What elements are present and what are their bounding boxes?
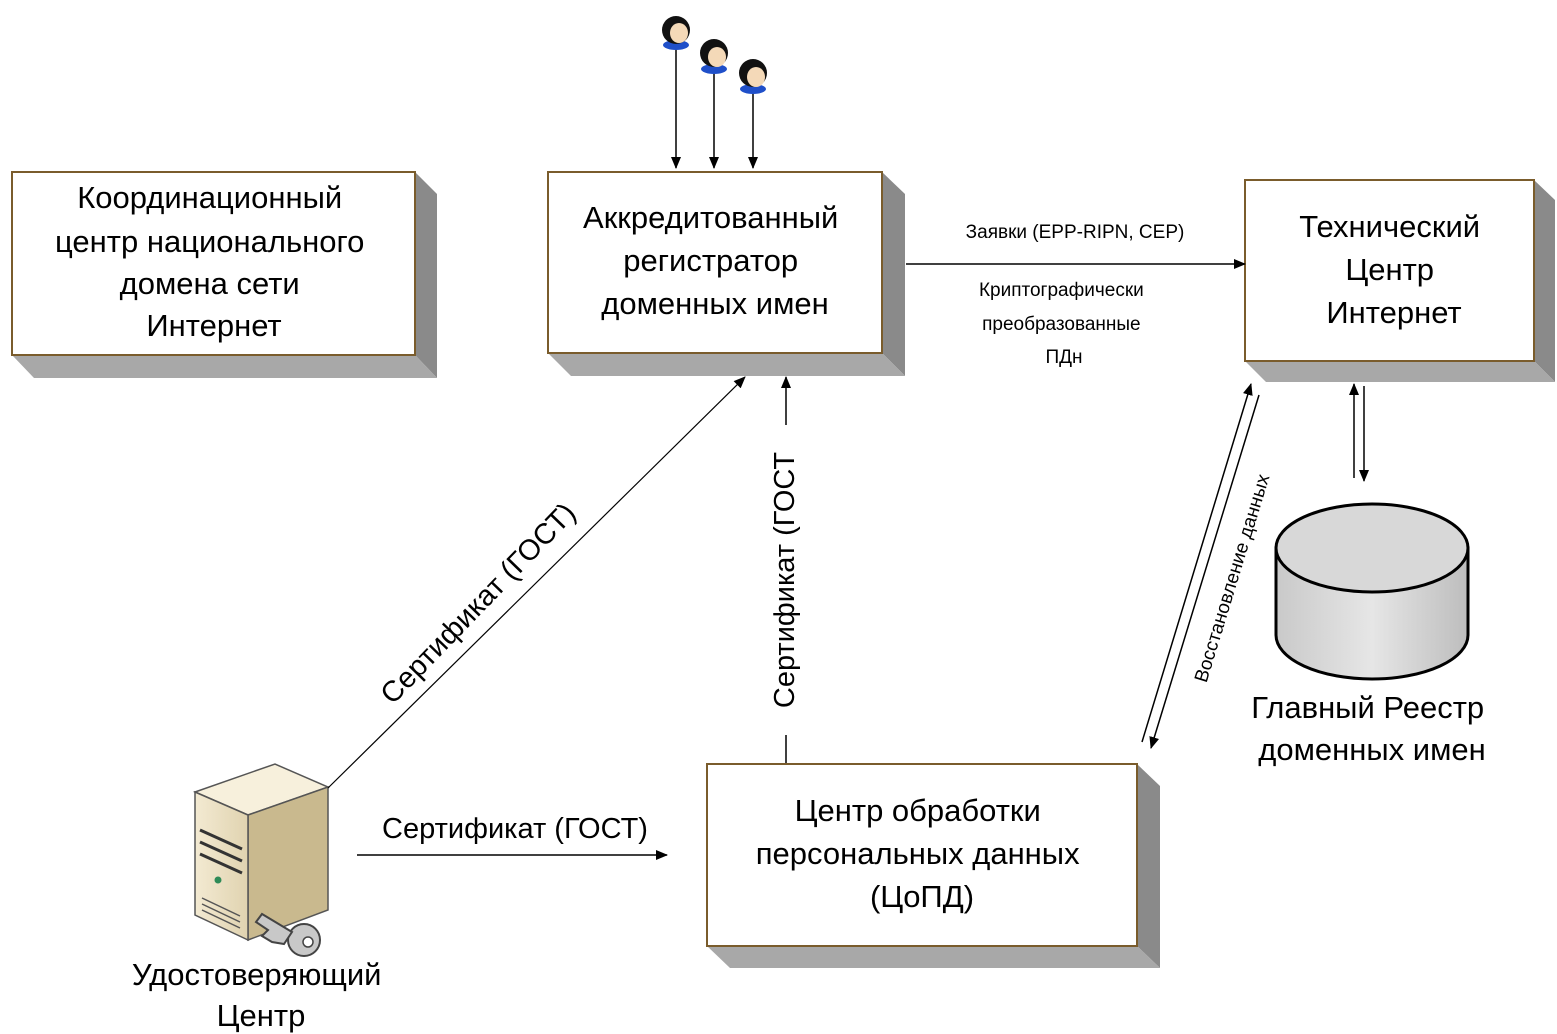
database-cylinder-icon [1274, 502, 1470, 681]
coordination-center-box: Координационный центр национального доме… [11, 171, 437, 378]
ca-line-2: Центр [217, 998, 306, 1033]
user-avatar-icon [739, 59, 767, 94]
coordination-center-line-1: Координационный [77, 180, 342, 215]
copd-line-2: персональных данных [756, 836, 1080, 871]
registrar-line-2: регистратор [623, 243, 798, 278]
svg-text:Удостоверяющий Центр: Удостоверяющий Центр [132, 957, 390, 1033]
coordination-center-line-3: домена сети [120, 266, 300, 301]
accredited-registrar-box: Аккредитованный регистратор доменных име… [547, 171, 905, 376]
registrar-line-3: доменных имен [601, 286, 829, 321]
copd-line-1: Центр обработки [795, 793, 1041, 828]
technical-center-line-3: Интернет [1326, 295, 1461, 330]
svg-text:Технический Центр: Технический Центр Интернет [1299, 209, 1488, 330]
edge-data-recovery-arrows [1141, 383, 1260, 749]
svg-text:Аккредитованный регистра: Аккредитованный регистратор доменных име… [583, 200, 847, 321]
edge-crypto-line-3: ПДн [1045, 347, 1082, 368]
main-registry-line-1: Главный Реестр [1251, 690, 1484, 725]
edge-requests-label: Заявки (EPP-RIPN, CEP) [966, 222, 1185, 243]
edge-cert-ca-registrar-arrow [327, 376, 746, 789]
main-registry-line-2: доменных имен [1258, 732, 1486, 767]
svg-text:Главный Реестр доменных им: Главный Реестр доменных имен [1251, 690, 1493, 767]
coordination-center-line-2: центр национального [55, 224, 364, 259]
edge-crypto-line-2: преобразованные [982, 314, 1141, 335]
coordination-center-line-4: Интернет [146, 308, 281, 343]
svg-text:Центр обработки персонал: Центр обработки персональных данных (ЦоП… [756, 793, 1088, 914]
svg-text:Криптографически преобразо: Криптографически преобразованные ПДн [979, 280, 1149, 368]
edge-crypto-line-1: Криптографически [979, 280, 1144, 301]
registrar-line-1: Аккредитованный [583, 200, 838, 235]
copd-line-3: (ЦоПД) [870, 879, 974, 914]
user-arrows [671, 46, 758, 169]
edge-cert-ca-registrar-label: Сертификат (ГОСТ) [375, 497, 583, 711]
edge-techcenter-registry-arrows [1349, 383, 1369, 482]
user-avatar-icon [700, 39, 728, 74]
edge-cert-ca-copd-label: Сертификат (ГОСТ) [382, 813, 648, 845]
edge-cert-copd-registrar-label: Сертификат (ГОСТ [769, 452, 801, 709]
user-avatar-icon [662, 16, 690, 50]
technical-center-line-2: Центр [1345, 252, 1434, 287]
server-with-key-icon [192, 763, 331, 957]
pd-processing-center-box: Центр обработки персональных данных (ЦоП… [706, 763, 1160, 968]
ca-line-1: Удостоверяющий [132, 957, 382, 992]
technical-center-box: Технический Центр Интернет [1244, 179, 1555, 382]
technical-center-line-1: Технический [1299, 209, 1480, 244]
svg-text:Координационный центр на: Координационный центр национального доме… [55, 180, 373, 343]
key-icon [254, 912, 321, 957]
